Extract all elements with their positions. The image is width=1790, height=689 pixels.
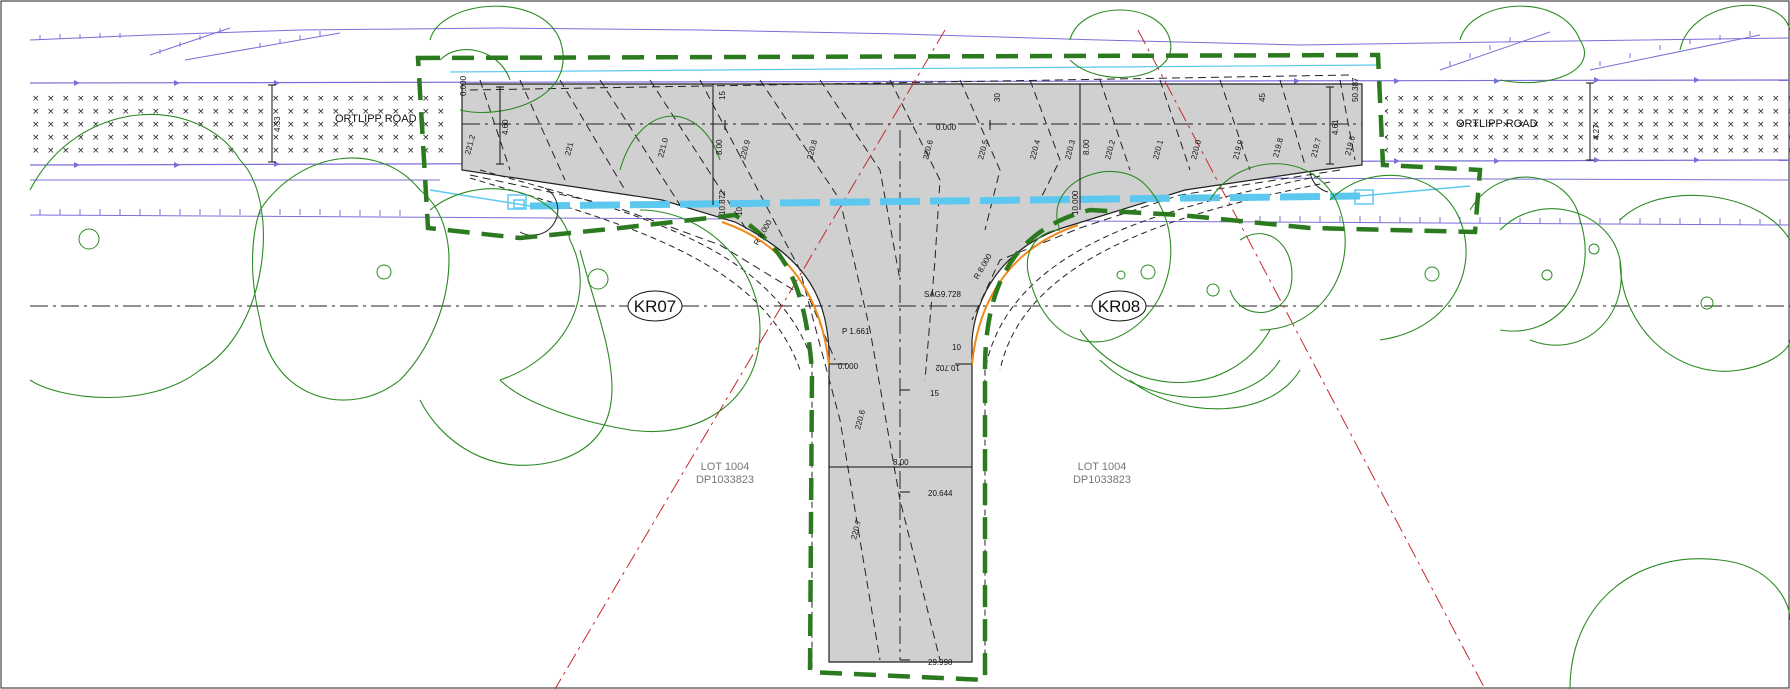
culvert-tag-right: KR08 bbox=[1091, 290, 1147, 322]
dim-side-offset: 10.702 bbox=[935, 363, 960, 372]
dim-road-width-left: 4.33 bbox=[273, 116, 282, 132]
dim-stem-width: 8.00 bbox=[893, 458, 909, 467]
dimension-lines bbox=[268, 82, 1594, 468]
dim-shoulder-right: 8.00 bbox=[1082, 139, 1091, 155]
lot-label-right-line2: DP1033823 bbox=[1073, 474, 1131, 486]
road-label-left: ORTLIPP ROAD bbox=[335, 113, 417, 125]
embankment-lines bbox=[29, 27, 1790, 226]
dim-stem-end: 29.998 bbox=[928, 658, 953, 667]
dim-tick-10b: 10 bbox=[952, 343, 961, 352]
dim-tick-30: 30 bbox=[993, 93, 1002, 102]
trees bbox=[29, 4, 1790, 689]
works-boundary bbox=[415, 52, 1483, 683]
dim-centre-offset-right: 10.000 bbox=[1071, 190, 1080, 215]
culvert-tag-left-text: KR07 bbox=[634, 297, 677, 316]
dim-stem-start: 0.000 bbox=[838, 362, 859, 371]
dim-point-label: P 1.661 bbox=[842, 327, 870, 336]
pipe-end-right bbox=[1354, 189, 1374, 205]
verge-hatch-right bbox=[1385, 88, 1790, 158]
verge-hatch-left bbox=[28, 88, 453, 158]
dim-approach-right: 4.61 bbox=[1331, 119, 1340, 135]
dim-road-width-right: 4.27 bbox=[1592, 124, 1601, 140]
lot-label-left-line2: DP1033823 bbox=[696, 474, 754, 486]
dim-tick-45: 45 bbox=[1258, 93, 1267, 102]
dim-approach-left: 4.60 bbox=[501, 119, 510, 135]
centrelines bbox=[30, 123, 1790, 660]
dim-tick-10a: 10 bbox=[735, 207, 744, 216]
pipe-end-left bbox=[507, 194, 527, 210]
dim-centre-chainage: 0.000 bbox=[936, 123, 957, 132]
paved-area bbox=[461, 83, 1363, 663]
culvert-tag-left: KR07 bbox=[627, 290, 683, 322]
dim-tick-15b: 15 bbox=[930, 389, 939, 398]
kerb-returns bbox=[721, 221, 1079, 366]
chainage-lines bbox=[554, 29, 1486, 689]
dim-shoulder-left: 8.00 bbox=[715, 139, 724, 155]
contour-lines bbox=[469, 74, 1356, 661]
dim-sag-point: SAG9.728 bbox=[924, 290, 961, 299]
dimension-ticks bbox=[724, 120, 991, 661]
culvert-tag-right-text: KR08 bbox=[1098, 297, 1141, 316]
lot-label-left-line1: LOT 1004 bbox=[701, 461, 750, 473]
dim-chainage-top-left: 0.000 bbox=[459, 75, 468, 96]
lot-label-right-line1: LOT 1004 bbox=[1078, 461, 1127, 473]
dim-chainage-top-right: 50.387 bbox=[1351, 77, 1360, 102]
dim-stem-mid: 20.644 bbox=[928, 489, 953, 498]
road-label-right: ORTLIPP ROAD bbox=[1456, 118, 1538, 130]
tree-trunks bbox=[78, 228, 1714, 310]
contour-label: 221 bbox=[563, 141, 575, 157]
dim-tick-15a: 15 bbox=[718, 91, 727, 100]
dim-centre-offset-left: 10.872 bbox=[718, 190, 727, 215]
embankment-ticks bbox=[39, 28, 1781, 225]
